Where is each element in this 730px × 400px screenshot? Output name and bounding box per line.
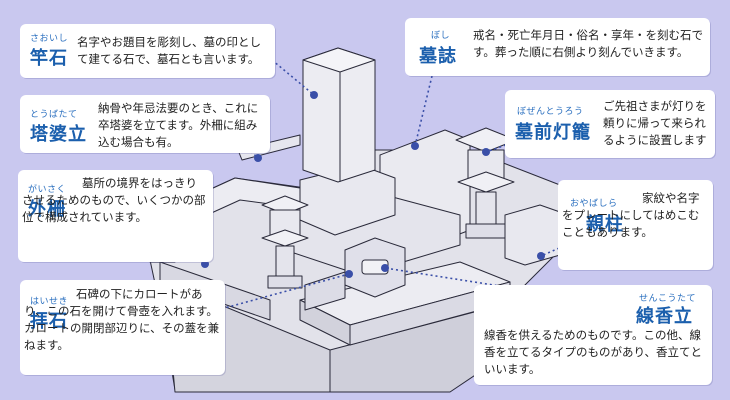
bozentourou-term: 墓前灯籠 bbox=[515, 122, 591, 143]
saoishi-description: 名字やお題目を彫刻し、墓の印として建てる石で、墓石とも言います。 bbox=[77, 35, 261, 66]
gaisaku-furigana: がいさく bbox=[28, 185, 67, 195]
dot-toubatate bbox=[254, 154, 262, 162]
dot-haiseki bbox=[345, 270, 353, 278]
haiseki-description: 石碑の下にカロートがあり、この石を開けて骨壺を入れます。カロートの開閉部辺りに、… bbox=[24, 287, 220, 352]
haiseki-term: 拝石 bbox=[30, 311, 68, 332]
oyabashira-post bbox=[504, 204, 561, 266]
toubatate-furigana: とうばたて bbox=[30, 110, 78, 120]
gaisaku-term: 外柵 bbox=[28, 199, 66, 220]
right-lantern bbox=[455, 127, 517, 239]
left-lantern bbox=[261, 195, 309, 289]
boshi-description: 戒名・死亡年月日・俗名・享年・を刻む石です。葬った順に右側より刻んでいきます。 bbox=[473, 28, 703, 59]
boshi-furigana: ぼし bbox=[431, 31, 451, 41]
label-card-gaisaku: がいさく 外柵 墓所の境界をはっきりさせるためのもので、いくつかの部位で構成され… bbox=[18, 170, 213, 262]
label-card-oyabashira: おやばしら 親柱 家紋や名字をプレートにしてはめこむこともあります。 bbox=[558, 180, 713, 270]
bozentourou-description: ご先祖さまが灯りを頼りに帰って来られるように設置します bbox=[603, 99, 707, 147]
haiseki-stone bbox=[304, 271, 346, 311]
saoishi-top bbox=[302, 47, 376, 73]
dot-bozentourou bbox=[482, 148, 490, 156]
oyabashira-furigana: おやばしら bbox=[570, 199, 618, 209]
haiseki-furigana: はいせき bbox=[30, 297, 69, 307]
label-card-saoishi: さおいし 竿石 名字やお題目を彫刻し、墓の印として建てる石で、墓石とも言います。 bbox=[20, 24, 275, 78]
saoishi-term: 竿石 bbox=[30, 48, 68, 69]
bozentourou-furigana: ぼぜんとうろう bbox=[517, 107, 584, 117]
senkoutate-furigana: せんこうたて bbox=[639, 294, 697, 304]
dot-gaisaku bbox=[201, 260, 209, 268]
leader-boshi bbox=[414, 75, 433, 147]
leader-senkoutate bbox=[384, 267, 641, 309]
toubatate-description: 納骨や年忌法要のとき、これに卒塔婆を立てます。外柵に組み込む場合も有。 bbox=[98, 101, 259, 149]
oyabashira-term: 親柱 bbox=[586, 214, 624, 235]
senkoutate-term: 線香立 bbox=[636, 306, 693, 327]
gaisaku-description: 墓所の境界をはっきりさせるためのもので、いくつかの部位で構成されています。 bbox=[22, 176, 206, 224]
senkoutate-description: 線香を供えるためのものです。この他、線香を立てるタイプのものがあり、香立てといい… bbox=[484, 328, 703, 376]
saoishi-furigana: さおいし bbox=[30, 34, 69, 44]
label-card-toubatate: とうばたて 塔婆立 納骨や年忌法要のとき、これに卒塔婆を立てます。外柵に組み込む… bbox=[20, 95, 270, 153]
oyabashira-description: 家紋や名字をプレートにしてはめこむこともあります。 bbox=[562, 191, 700, 239]
dot-oyabashira bbox=[537, 252, 545, 260]
label-card-senkoutate: せんこうたて 線香立 線香を供えるためのものです。この他、線香を立てるタイプのも… bbox=[474, 285, 712, 385]
label-card-haiseki: はいせき 拝石 石碑の下にカロートがあり、この石を開けて骨壺を入れます。カロート… bbox=[20, 280, 225, 375]
label-card-boshi: ぼし 墓誌 戒名・死亡年月日・俗名・享年・を刻む石です。葬った順に右側より刻んで… bbox=[405, 18, 710, 76]
toubatate-term: 塔婆立 bbox=[30, 124, 87, 145]
dot-senkoutate bbox=[381, 264, 389, 272]
dot-saoishi bbox=[310, 91, 318, 99]
dot-boshi bbox=[411, 142, 419, 150]
leader-saoishi bbox=[271, 59, 315, 96]
label-card-bozentourou: ぼぜんとうろう 墓前灯籠 ご先祖さまが灯りを頼りに帰って来られるように設置します bbox=[505, 90, 715, 158]
boshi-term: 墓誌 bbox=[419, 46, 457, 67]
